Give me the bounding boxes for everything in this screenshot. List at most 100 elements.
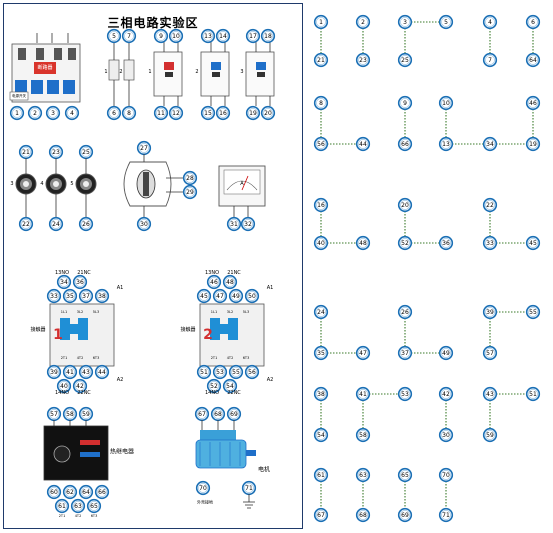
wiring-node-16[interactable]: 16 bbox=[313, 197, 329, 213]
wiring-node-53[interactable]: 53 bbox=[397, 386, 413, 402]
wiring-node-57[interactable]: 57 bbox=[482, 345, 498, 361]
terminal-67[interactable]: 67 bbox=[194, 406, 210, 422]
wiring-node-38[interactable]: 38 bbox=[313, 386, 329, 402]
wiring-node-6[interactable]: 6 bbox=[525, 14, 541, 30]
terminal-58[interactable]: 58 bbox=[62, 406, 78, 422]
terminal-70[interactable]: 70 bbox=[195, 480, 211, 496]
terminal-6[interactable]: 6 bbox=[106, 105, 122, 121]
wiring-node-21[interactable]: 21 bbox=[313, 52, 329, 68]
terminal-45[interactable]: 45 bbox=[196, 288, 212, 304]
wiring-node-37[interactable]: 37 bbox=[397, 345, 413, 361]
terminal-62[interactable]: 62 bbox=[62, 484, 78, 500]
wiring-node-68[interactable]: 68 bbox=[355, 507, 371, 523]
wiring-node-48[interactable]: 48 bbox=[355, 235, 371, 251]
terminal-40[interactable]: 40 bbox=[56, 378, 72, 394]
wiring-node-35[interactable]: 35 bbox=[313, 345, 329, 361]
terminal-48[interactable]: 48 bbox=[222, 274, 238, 290]
wiring-node-30[interactable]: 30 bbox=[438, 427, 454, 443]
terminal-7[interactable]: 7 bbox=[121, 28, 137, 44]
terminal-3[interactable]: 3 bbox=[45, 105, 61, 121]
terminal-54[interactable]: 54 bbox=[222, 378, 238, 394]
terminal-44[interactable]: 44 bbox=[94, 364, 110, 380]
wiring-node-1[interactable]: 1 bbox=[313, 14, 329, 30]
terminal-55[interactable]: 55 bbox=[228, 364, 244, 380]
wiring-node-63[interactable]: 63 bbox=[355, 467, 371, 483]
wiring-node-41[interactable]: 41 bbox=[355, 386, 371, 402]
terminal-1[interactable]: 1 bbox=[9, 105, 25, 121]
terminal-47[interactable]: 47 bbox=[212, 288, 228, 304]
wiring-node-33[interactable]: 33 bbox=[482, 235, 498, 251]
terminal-4[interactable]: 4 bbox=[64, 105, 80, 121]
terminal-30[interactable]: 30 bbox=[136, 216, 152, 232]
wiring-node-70[interactable]: 70 bbox=[438, 467, 454, 483]
terminal-38[interactable]: 38 bbox=[94, 288, 110, 304]
wiring-node-65[interactable]: 65 bbox=[397, 467, 413, 483]
wiring-node-71[interactable]: 71 bbox=[438, 507, 454, 523]
terminal-16[interactable]: 16 bbox=[215, 105, 231, 121]
terminal-17[interactable]: 17 bbox=[245, 28, 261, 44]
terminal-27[interactable]: 27 bbox=[136, 140, 152, 156]
terminal-39[interactable]: 39 bbox=[46, 364, 62, 380]
wiring-node-49[interactable]: 49 bbox=[438, 345, 454, 361]
terminal-28[interactable]: 28 bbox=[182, 170, 198, 186]
terminal-24[interactable]: 24 bbox=[48, 216, 64, 232]
terminal-13[interactable]: 13 bbox=[200, 28, 216, 44]
wiring-node-3[interactable]: 3 bbox=[397, 14, 413, 30]
terminal-42[interactable]: 42 bbox=[72, 378, 88, 394]
terminal-69[interactable]: 69 bbox=[226, 406, 242, 422]
terminal-64[interactable]: 64 bbox=[78, 484, 94, 500]
terminal-14[interactable]: 14 bbox=[215, 28, 231, 44]
wiring-node-24[interactable]: 24 bbox=[313, 304, 329, 320]
terminal-21[interactable]: 21 bbox=[18, 144, 34, 160]
terminal-26[interactable]: 26 bbox=[78, 216, 94, 232]
terminal-25[interactable]: 25 bbox=[78, 144, 94, 160]
wiring-node-52[interactable]: 52 bbox=[397, 235, 413, 251]
wiring-node-22[interactable]: 22 bbox=[482, 197, 498, 213]
terminal-49[interactable]: 49 bbox=[228, 288, 244, 304]
wiring-node-7[interactable]: 7 bbox=[482, 52, 498, 68]
wiring-node-58[interactable]: 58 bbox=[355, 427, 371, 443]
terminal-63[interactable]: 63 bbox=[70, 498, 86, 514]
wiring-node-59[interactable]: 59 bbox=[482, 427, 498, 443]
terminal-66[interactable]: 66 bbox=[94, 484, 110, 500]
terminal-18[interactable]: 18 bbox=[260, 28, 276, 44]
terminal-12[interactable]: 12 bbox=[168, 105, 184, 121]
wiring-node-46[interactable]: 46 bbox=[525, 95, 541, 111]
terminal-8[interactable]: 8 bbox=[121, 105, 137, 121]
terminal-22[interactable]: 22 bbox=[18, 216, 34, 232]
wiring-node-54[interactable]: 54 bbox=[313, 427, 329, 443]
terminal-53[interactable]: 53 bbox=[212, 364, 228, 380]
terminal-61[interactable]: 61 bbox=[54, 498, 70, 514]
terminal-31[interactable]: 31 bbox=[226, 216, 242, 232]
wiring-node-2[interactable]: 2 bbox=[355, 14, 371, 30]
wiring-node-13[interactable]: 13 bbox=[438, 136, 454, 152]
terminal-32[interactable]: 32 bbox=[240, 216, 256, 232]
wiring-node-39[interactable]: 39 bbox=[482, 304, 498, 320]
wiring-node-47[interactable]: 47 bbox=[355, 345, 371, 361]
terminal-57[interactable]: 57 bbox=[46, 406, 62, 422]
terminal-56[interactable]: 56 bbox=[244, 364, 260, 380]
terminal-19[interactable]: 19 bbox=[245, 105, 261, 121]
terminal-43[interactable]: 43 bbox=[78, 364, 94, 380]
terminal-41[interactable]: 41 bbox=[62, 364, 78, 380]
terminal-35[interactable]: 35 bbox=[62, 288, 78, 304]
wiring-node-56[interactable]: 56 bbox=[313, 136, 329, 152]
terminal-23[interactable]: 23 bbox=[48, 144, 64, 160]
wiring-node-67[interactable]: 67 bbox=[313, 507, 329, 523]
terminal-60[interactable]: 60 bbox=[46, 484, 62, 500]
wiring-node-34[interactable]: 34 bbox=[482, 136, 498, 152]
wiring-node-64[interactable]: 64 bbox=[525, 52, 541, 68]
wiring-node-10[interactable]: 10 bbox=[438, 95, 454, 111]
wiring-node-8[interactable]: 8 bbox=[313, 95, 329, 111]
terminal-5[interactable]: 5 bbox=[106, 28, 122, 44]
terminal-34[interactable]: 34 bbox=[56, 274, 72, 290]
wiring-node-26[interactable]: 26 bbox=[397, 304, 413, 320]
wiring-node-51[interactable]: 51 bbox=[525, 386, 541, 402]
terminal-51[interactable]: 51 bbox=[196, 364, 212, 380]
wiring-node-19[interactable]: 19 bbox=[525, 136, 541, 152]
wiring-node-36[interactable]: 36 bbox=[438, 235, 454, 251]
terminal-20[interactable]: 20 bbox=[260, 105, 276, 121]
wiring-node-55[interactable]: 55 bbox=[525, 304, 541, 320]
wiring-node-25[interactable]: 25 bbox=[397, 52, 413, 68]
wiring-node-43[interactable]: 43 bbox=[482, 386, 498, 402]
